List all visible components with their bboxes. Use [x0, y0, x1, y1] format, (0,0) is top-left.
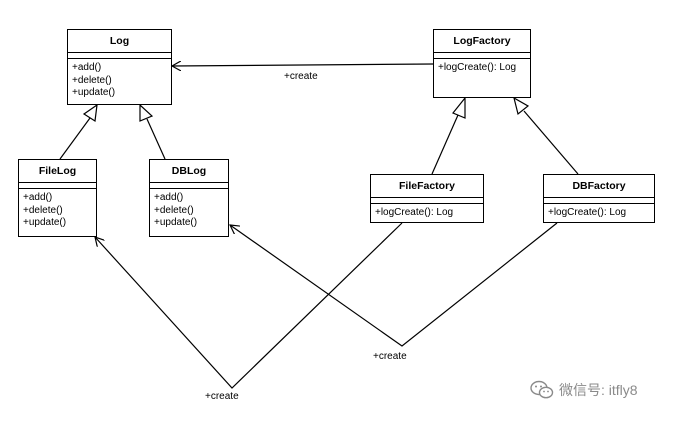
operation: +delete() — [23, 204, 63, 216]
inherit-triangle-dbfactory-logfactory — [513, 96, 530, 116]
create-arrow-dbfactory-dblog — [230, 222, 558, 347]
class-filefactory-name: FileFactory — [371, 175, 483, 198]
inherit-triangle-dblog-log — [139, 103, 154, 122]
watermark-text: 微信号: itfly8 — [559, 382, 638, 398]
class-filelog[interactable]: FileLog +add() +delete() +update() — [18, 159, 97, 237]
class-filefactory-operations: +logCreate(): Log — [371, 204, 483, 222]
class-filelog-name: FileLog — [19, 160, 96, 183]
class-log[interactable]: Log +add() +delete() +update() — [67, 29, 172, 105]
operation: +delete() — [154, 204, 194, 216]
class-log-attributes — [68, 53, 171, 59]
operation: +add() — [154, 192, 184, 203]
create-arrow-logfactory-log — [172, 64, 434, 66]
operation: +logCreate(): Log — [375, 207, 454, 218]
operation: +update() — [154, 217, 198, 228]
inherit-line-dblog-log — [146, 118, 166, 160]
class-filelog-operations: +add() +delete() +update() — [19, 189, 96, 232]
operation: +logCreate(): Log — [548, 207, 627, 218]
inherit-line-filelog-log — [59, 117, 91, 160]
operation: +update() — [72, 87, 116, 98]
create-arrow-filefactory-filelog — [95, 222, 403, 389]
operation: +add() — [23, 192, 53, 203]
inherit-triangle-filelog-log — [82, 103, 98, 123]
class-dbfactory-attributes — [544, 198, 654, 204]
class-logfactory-operations: +logCreate(): Log — [434, 59, 530, 77]
inherit-line-dbfactory-logfactory — [523, 110, 579, 175]
inherit-triangle-filefactory-logfactory — [452, 96, 466, 119]
class-logfactory-attributes — [434, 53, 530, 59]
operation: +delete() — [72, 74, 112, 86]
create-label-top: +create — [284, 71, 318, 82]
class-filefactory[interactable]: FileFactory +logCreate(): Log — [370, 174, 484, 223]
class-dbfactory-operations: +logCreate(): Log — [544, 204, 654, 222]
operation: +add() — [72, 62, 102, 73]
class-dblog[interactable]: DBLog +add() +delete() +update() — [149, 159, 229, 237]
class-filelog-attributes — [19, 183, 96, 189]
create-label-file: +create — [205, 391, 239, 402]
class-log-operations: +add() +delete() +update() — [68, 59, 171, 102]
class-logfactory-name: LogFactory — [434, 30, 530, 53]
watermark: 微信号: itfly8 — [530, 380, 638, 400]
class-dblog-attributes — [150, 183, 228, 189]
inherit-line-filefactory-logfactory — [431, 114, 459, 175]
class-dbfactory[interactable]: DBFactory +logCreate(): Log — [543, 174, 655, 223]
operation: +logCreate(): Log — [438, 62, 517, 73]
wechat-icon — [530, 380, 554, 399]
operation: +update() — [23, 217, 67, 228]
class-filefactory-attributes — [371, 198, 483, 204]
class-log-name: Log — [68, 30, 171, 53]
class-dblog-name: DBLog — [150, 160, 228, 183]
class-dbfactory-name: DBFactory — [544, 175, 654, 198]
class-logfactory[interactable]: LogFactory +logCreate(): Log — [433, 29, 531, 98]
class-dblog-operations: +add() +delete() +update() — [150, 189, 228, 232]
create-label-db: +create — [373, 351, 407, 362]
